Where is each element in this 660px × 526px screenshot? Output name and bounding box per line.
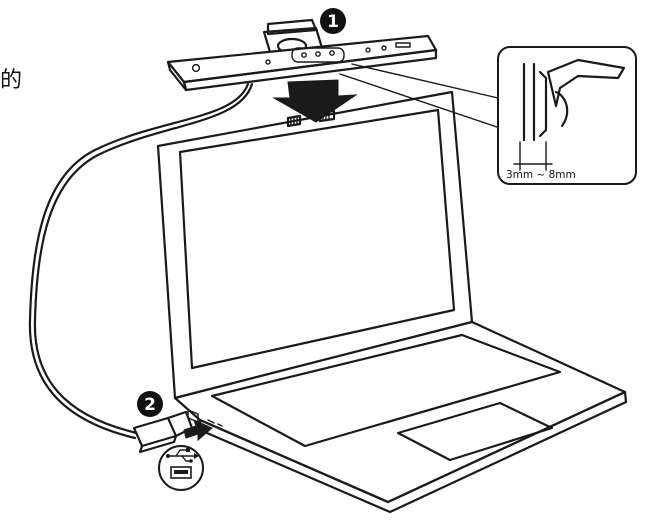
clip-hooks — [286, 109, 336, 128]
usb-symbol-icon — [166, 448, 199, 463]
laptop-touchpad — [396, 401, 554, 462]
clip-range-label: 3mm ~ 8mm — [506, 169, 576, 181]
step-2-number: 2 — [144, 395, 156, 415]
webcam-lightbar — [166, 18, 438, 92]
usb-insert-arrow — [183, 419, 213, 442]
cropped-text-fragment: 的 — [0, 68, 23, 93]
mount-down-arrow — [272, 79, 358, 123]
step-1-number: 1 — [327, 12, 339, 32]
usb-cable — [28, 82, 250, 440]
laptop-keyboard — [210, 333, 562, 448]
laptop — [156, 90, 628, 514]
laptop-screen — [178, 108, 456, 370]
usb-plug — [132, 410, 194, 454]
usb-symbol-badge — [158, 445, 204, 491]
step-2-badge: 2 — [137, 391, 163, 417]
usb-a-port — [187, 409, 199, 423]
step-1-badge: 1 — [320, 8, 346, 34]
usb-a-port-icon — [170, 466, 192, 479]
clip-detail-callout: 3mm ~ 8mm — [497, 46, 637, 185]
